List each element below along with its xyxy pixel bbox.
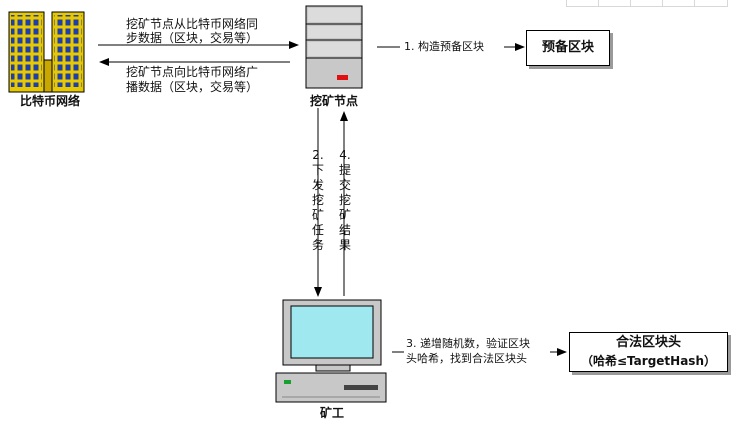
- mining-node-label: 挖矿节点: [310, 94, 359, 108]
- miner-label: 矿工: [320, 406, 345, 420]
- valid-block-header-box: 合法区块头 （哈希≤TargetHash）: [569, 332, 728, 372]
- broadcast-label-line2: 播数据（区块，交易等）: [126, 80, 259, 94]
- step2-label: 下发挖矿任务: [311, 163, 324, 252]
- step4-number: 4.: [339, 148, 351, 162]
- sync-label-line1: 挖矿节点从比特币网络同: [126, 17, 259, 31]
- office-buildings-icon: [8, 11, 85, 93]
- broadcast-label-line1: 挖矿节点向比特币网络广: [126, 65, 259, 79]
- valid-header-condition: （哈希≤TargetHash）: [580, 354, 716, 368]
- sync-label-line2: 步数据（区块，交易等）: [126, 31, 259, 45]
- bitcoin-network-label: 比特币网络: [20, 94, 81, 108]
- prepared-block-box: 预备区块: [526, 30, 610, 66]
- step3-label-line1: 3. 递增随机数，验证区块: [406, 337, 530, 350]
- step3-label-line2: 头哈希，找到合法区块头: [406, 352, 527, 365]
- step2-number: 2.: [312, 148, 324, 162]
- step4-label: 提交挖矿结果: [338, 163, 351, 252]
- desktop-computer-icon: [275, 299, 387, 403]
- step1-label: 1. 构造预备区块: [404, 40, 484, 53]
- server-tower-icon: [305, 5, 363, 89]
- valid-header-title: 合法区块头: [615, 335, 681, 350]
